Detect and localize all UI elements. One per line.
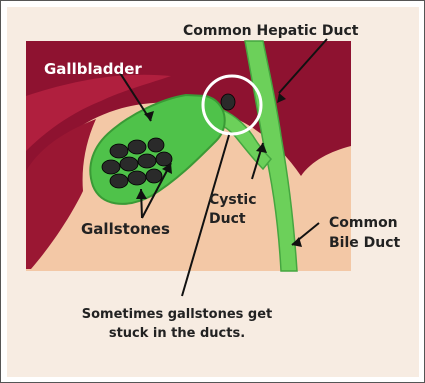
label-gallbladder: Gallbladder [44,60,142,78]
label-common-bile-duct-line1: Common [329,215,398,231]
stuck-stone [221,94,235,110]
label-cystic-duct-line2: Duct [209,211,246,227]
label-cystic-duct-line1: Cystic [209,192,257,208]
label-common-hepatic-duct: Common Hepatic Duct [183,23,359,39]
label-common-bile-duct-line2: Bile Duct [329,235,401,251]
caption-line1: Sometimes gallstones get [82,307,273,322]
caption-line2: stuck in the ducts. [109,326,245,341]
label-gallstones: Gallstones [81,220,170,238]
